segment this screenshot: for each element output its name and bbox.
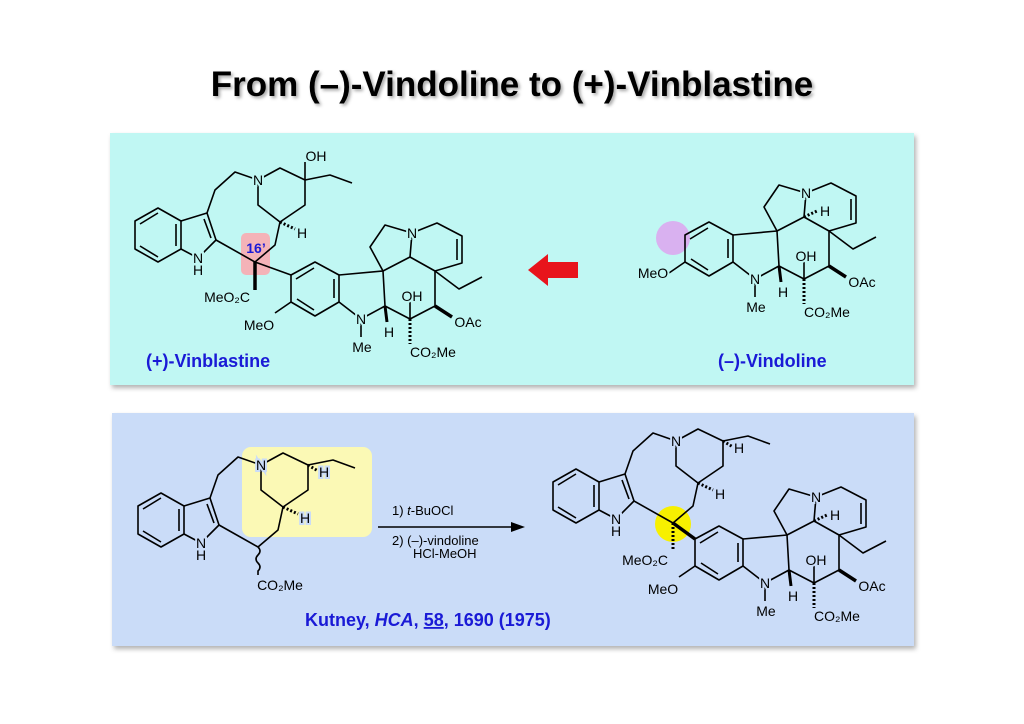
atom-n: N <box>253 172 263 188</box>
atom-n: N <box>193 250 203 266</box>
citation: Kutney, HCA, 58, 1690 (1975) <box>305 610 551 630</box>
atom-h: H <box>788 588 798 604</box>
arrowhead-icon <box>511 522 525 532</box>
vinblastine-label: (+)-Vinblastine <box>146 351 270 371</box>
atom-co2me: CO₂Me <box>410 344 456 360</box>
atom-h: H <box>196 547 206 563</box>
atom-h: H <box>300 510 310 526</box>
atom-h: H <box>820 203 830 219</box>
reagent-step-1: 1) t-BuOCl <box>392 503 454 518</box>
atom-h: H <box>830 507 840 523</box>
atom-meo: MeO <box>648 581 678 597</box>
vindoline-structure: MeO N H N Me H OH OAc CO₂Me (–)-Vindolin… <box>636 181 878 371</box>
piperidine-highlight-box <box>242 447 372 537</box>
atom-h: H <box>193 262 203 278</box>
atom-n: N <box>811 489 821 505</box>
coupling-site-highlight <box>656 221 690 255</box>
reactant-structure: N H H N H CO₂Me <box>136 447 372 595</box>
atom-n: N <box>671 433 681 449</box>
atom-h: H <box>384 324 394 340</box>
atom-h: H <box>734 440 744 456</box>
reagent-step-2: 2) (–)-vindoline <box>392 533 479 548</box>
atom-oh: OH <box>796 248 817 264</box>
atom-co2me: CO₂Me <box>257 577 303 593</box>
atom-n: N <box>760 575 770 591</box>
vindoline-label: (–)-Vindoline <box>718 351 827 371</box>
atom-oac: OAc <box>848 274 875 290</box>
atom-meo: MeO <box>638 265 668 281</box>
atom-h: H <box>297 225 307 241</box>
atom-co2me: CO₂Me <box>814 608 860 624</box>
atom-me: Me <box>746 299 766 315</box>
bottom-panel: N H H N H CO₂Me 1) t-BuOCl 2) (–)-vindol… <box>112 413 914 646</box>
left-arrow-icon <box>528 254 578 286</box>
atom-n: N <box>801 185 811 201</box>
atom-oac: OAc <box>858 578 885 594</box>
atom-n: N <box>750 271 760 287</box>
atom-h: H <box>715 486 725 502</box>
reaction-conditions: 1) t-BuOCl 2) (–)-vindoline HCl-MeOH <box>378 503 525 561</box>
atom-oac: OAc <box>454 314 481 330</box>
atom-me: Me <box>352 339 372 355</box>
atom-h: H <box>778 284 788 300</box>
atom-meo: MeO <box>244 317 274 333</box>
c16-position-label: 16’ <box>246 240 265 256</box>
atom-n: N <box>611 511 621 527</box>
atom-h: H <box>611 523 621 539</box>
atom-co2me: CO₂Me <box>804 304 850 320</box>
atom-oh: OH <box>402 288 423 304</box>
atom-n: N <box>256 457 266 473</box>
atom-me: Me <box>756 603 776 619</box>
reagent-step-2-line-2: HCl-MeOH <box>413 546 477 561</box>
atom-n: N <box>407 225 417 241</box>
vinblastine-structure: OH N H 16’ N H MeO₂C MeO N Me H OH OAc C… <box>133 146 484 371</box>
top-panel: OH N H 16’ N H MeO₂C MeO N Me H OH OAc C… <box>110 133 914 385</box>
atom-oh: OH <box>806 552 827 568</box>
atom-meo2c: MeO₂C <box>622 552 668 568</box>
atom-meo2c: MeO₂C <box>204 289 250 305</box>
atom-oh: OH <box>306 148 327 164</box>
product-structure: N H H N H MeO₂C MeO N H N Me H OH OAc CO… <box>551 427 888 626</box>
atom-h: H <box>319 464 329 480</box>
atom-n: N <box>356 311 366 327</box>
top-panel-background <box>110 133 914 385</box>
atom-n: N <box>196 535 206 551</box>
slide-title: From (–)-Vindoline to (+)-Vinblastine <box>211 65 814 104</box>
